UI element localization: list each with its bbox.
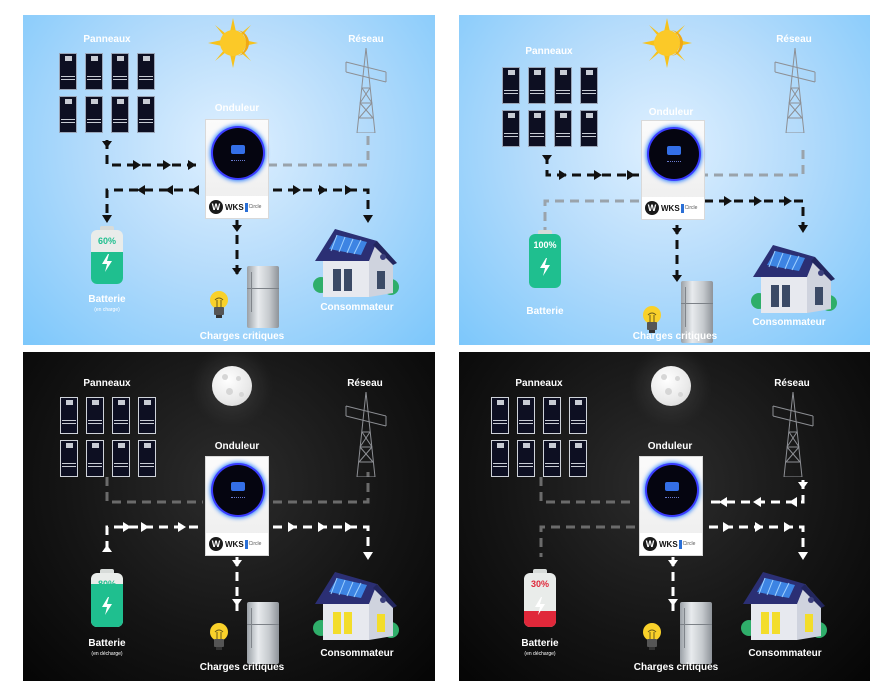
solar-panels-icon — [60, 397, 156, 477]
label-consumer: Consommateur — [320, 648, 394, 659]
house-icon — [312, 571, 400, 641]
label-consumer: Consommateur — [748, 648, 822, 659]
flow-lines — [102, 472, 373, 612]
fridge-icon — [681, 281, 713, 343]
label-inverter: Onduleur — [214, 441, 260, 452]
bolt-icon — [540, 258, 550, 276]
flow-lines — [542, 145, 808, 282]
battery-icon: 80% — [91, 569, 123, 627]
label-grid: Réseau — [776, 34, 812, 45]
house-icon — [740, 571, 828, 641]
battery-percent: 30% — [530, 579, 549, 589]
sun-icon — [642, 18, 692, 68]
bolt-icon — [535, 597, 545, 615]
house-icon — [750, 244, 838, 314]
battery-status: (en charge) — [94, 307, 120, 313]
sun-icon — [208, 18, 258, 68]
label-battery: Batterie — [526, 306, 564, 317]
bolt-icon — [102, 597, 112, 615]
house-icon — [312, 228, 400, 298]
label-critical-loads: Charges critiques — [199, 662, 285, 673]
fridge-icon — [680, 602, 712, 664]
label-critical-loads: Charges critiques — [199, 331, 285, 342]
label-critical-loads: Charges critiques — [633, 662, 719, 673]
pylon-icon — [774, 48, 816, 133]
label-inverter: Onduleur — [648, 107, 694, 118]
battery-icon: 100% — [529, 230, 561, 288]
bolt-icon — [102, 254, 112, 272]
solar-panels-icon — [59, 53, 155, 133]
solar-panels-icon — [491, 397, 587, 477]
battery-status: (en décharge) — [524, 651, 556, 657]
pylon-icon — [345, 48, 387, 133]
fridge-icon — [247, 602, 279, 664]
label-grid: Réseau — [347, 378, 383, 389]
label-grid: Réseau — [774, 378, 810, 389]
flow-lines — [539, 477, 808, 612]
moon-icon — [651, 366, 691, 406]
fridge-icon — [247, 266, 279, 328]
pylon-icon — [772, 392, 814, 477]
battery-fill — [524, 610, 556, 627]
label-battery: Batterie — [88, 638, 126, 649]
solar-panels-icon — [502, 67, 598, 147]
pylon-icon — [345, 392, 387, 477]
flow-lines — [102, 135, 373, 275]
label-panels: Panneaux — [525, 46, 573, 57]
label-critical-loads: Charges critiques — [632, 331, 718, 342]
label-consumer: Consommateur — [752, 317, 826, 328]
bulb-icon — [642, 305, 662, 333]
bulb-icon — [642, 622, 662, 650]
label-consumer: Consommateur — [320, 302, 394, 313]
label-grid: Réseau — [348, 34, 384, 45]
label-inverter: Onduleur — [647, 441, 693, 452]
battery-icon: 60% — [91, 226, 123, 284]
label-panels: Panneaux — [83, 34, 131, 45]
battery-percent: 60% — [97, 236, 116, 246]
battery-percent: 100% — [533, 240, 557, 250]
battery-percent: 80% — [97, 579, 116, 589]
label-battery: Batterie — [88, 294, 126, 305]
battery-icon: 30% — [524, 569, 556, 627]
label-panels: Panneaux — [515, 378, 563, 389]
bulb-icon — [209, 622, 229, 650]
label-battery: Batterie — [521, 638, 559, 649]
bulb-icon — [209, 290, 229, 318]
label-inverter: Onduleur — [214, 103, 260, 114]
moon-icon — [212, 366, 252, 406]
label-panels: Panneaux — [83, 378, 131, 389]
battery-status: (en décharge) — [91, 651, 123, 657]
